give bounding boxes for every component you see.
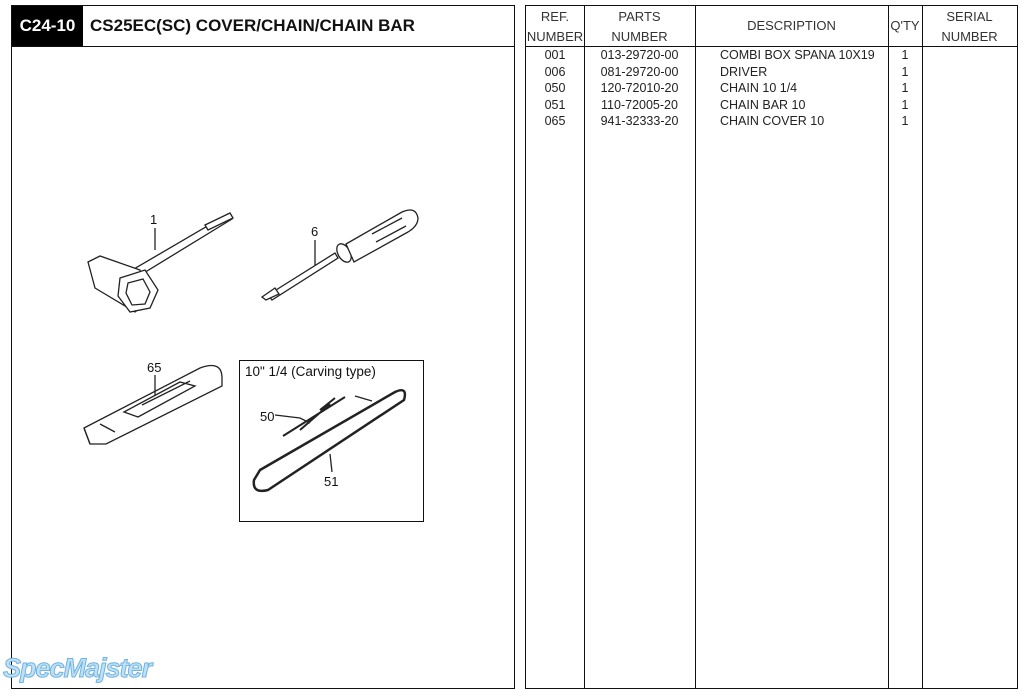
callout-51: 51 [324,474,339,489]
column-divider [922,6,923,688]
combi-box-spanner-drawing [87,212,234,313]
callout-50: 50 [260,409,275,424]
description: CHAIN BAR 10 [720,97,806,112]
table-row: 051 110-72005-20 CHAIN BAR 10 1 [526,97,1017,114]
inset-box: 10" 1/4 (Carving type) [239,360,424,522]
chain-bar-drawing [252,389,407,493]
callout-1: 1 [150,212,158,227]
quantity: 1 [901,64,909,79]
part-number: 120-72010-20 [600,81,679,95]
description: COMBI BOX SPANA 10X19 [720,48,875,62]
header-divider [526,46,1017,47]
quantity: 1 [901,48,909,62]
part-number: 013-29720-00 [600,48,679,62]
ref-number: 065 [544,114,566,128]
chain-cover-drawing [83,364,223,445]
callout-6: 6 [311,224,319,239]
watermark-logo: SpecMajster [2,653,152,684]
table-row: 050 120-72010-20 CHAIN 10 1/4 1 [526,80,1017,97]
header-description: DESCRIPTION [747,18,836,33]
header-ref: REF.NUMBER [526,9,584,44]
ref-number: 051 [544,97,566,112]
table-row: 065 941-32333-20 CHAIN COVER 10 1 [526,113,1017,130]
part-number: 081-29720-00 [600,64,679,79]
inset-label: 10" 1/4 (Carving type) [245,364,376,379]
ref-number: 001 [544,48,566,62]
table-row: 001 013-29720-00 COMBI BOX SPANA 10X19 1 [526,47,1017,64]
ref-number: 006 [544,64,566,79]
quantity: 1 [901,81,909,95]
page-title: CS25EC(SC) COVER/CHAIN/CHAIN BAR [90,16,415,35]
header-qty: Q'TY [890,18,920,33]
column-divider [888,6,889,688]
table-row: 006 081-29720-00 DRIVER 1 [526,64,1017,81]
column-divider [695,6,696,688]
diagram-panel: C24-10 CS25EC(SC) COVER/CHAIN/CHAIN BAR [11,5,515,689]
ref-number: 050 [544,81,566,95]
driver-drawing [260,209,419,301]
description: DRIVER [720,64,768,79]
section-code: C24-10 [12,6,83,46]
callout-65: 65 [147,360,162,375]
column-divider [584,6,585,688]
quantity: 1 [901,114,909,128]
description: CHAIN 10 1/4 [720,81,798,95]
description: CHAIN COVER 10 [720,114,825,128]
part-number: 941-32333-20 [600,114,679,128]
divider [12,46,514,47]
quantity: 1 [901,97,909,112]
part-number: 110-72005-20 [601,97,678,112]
